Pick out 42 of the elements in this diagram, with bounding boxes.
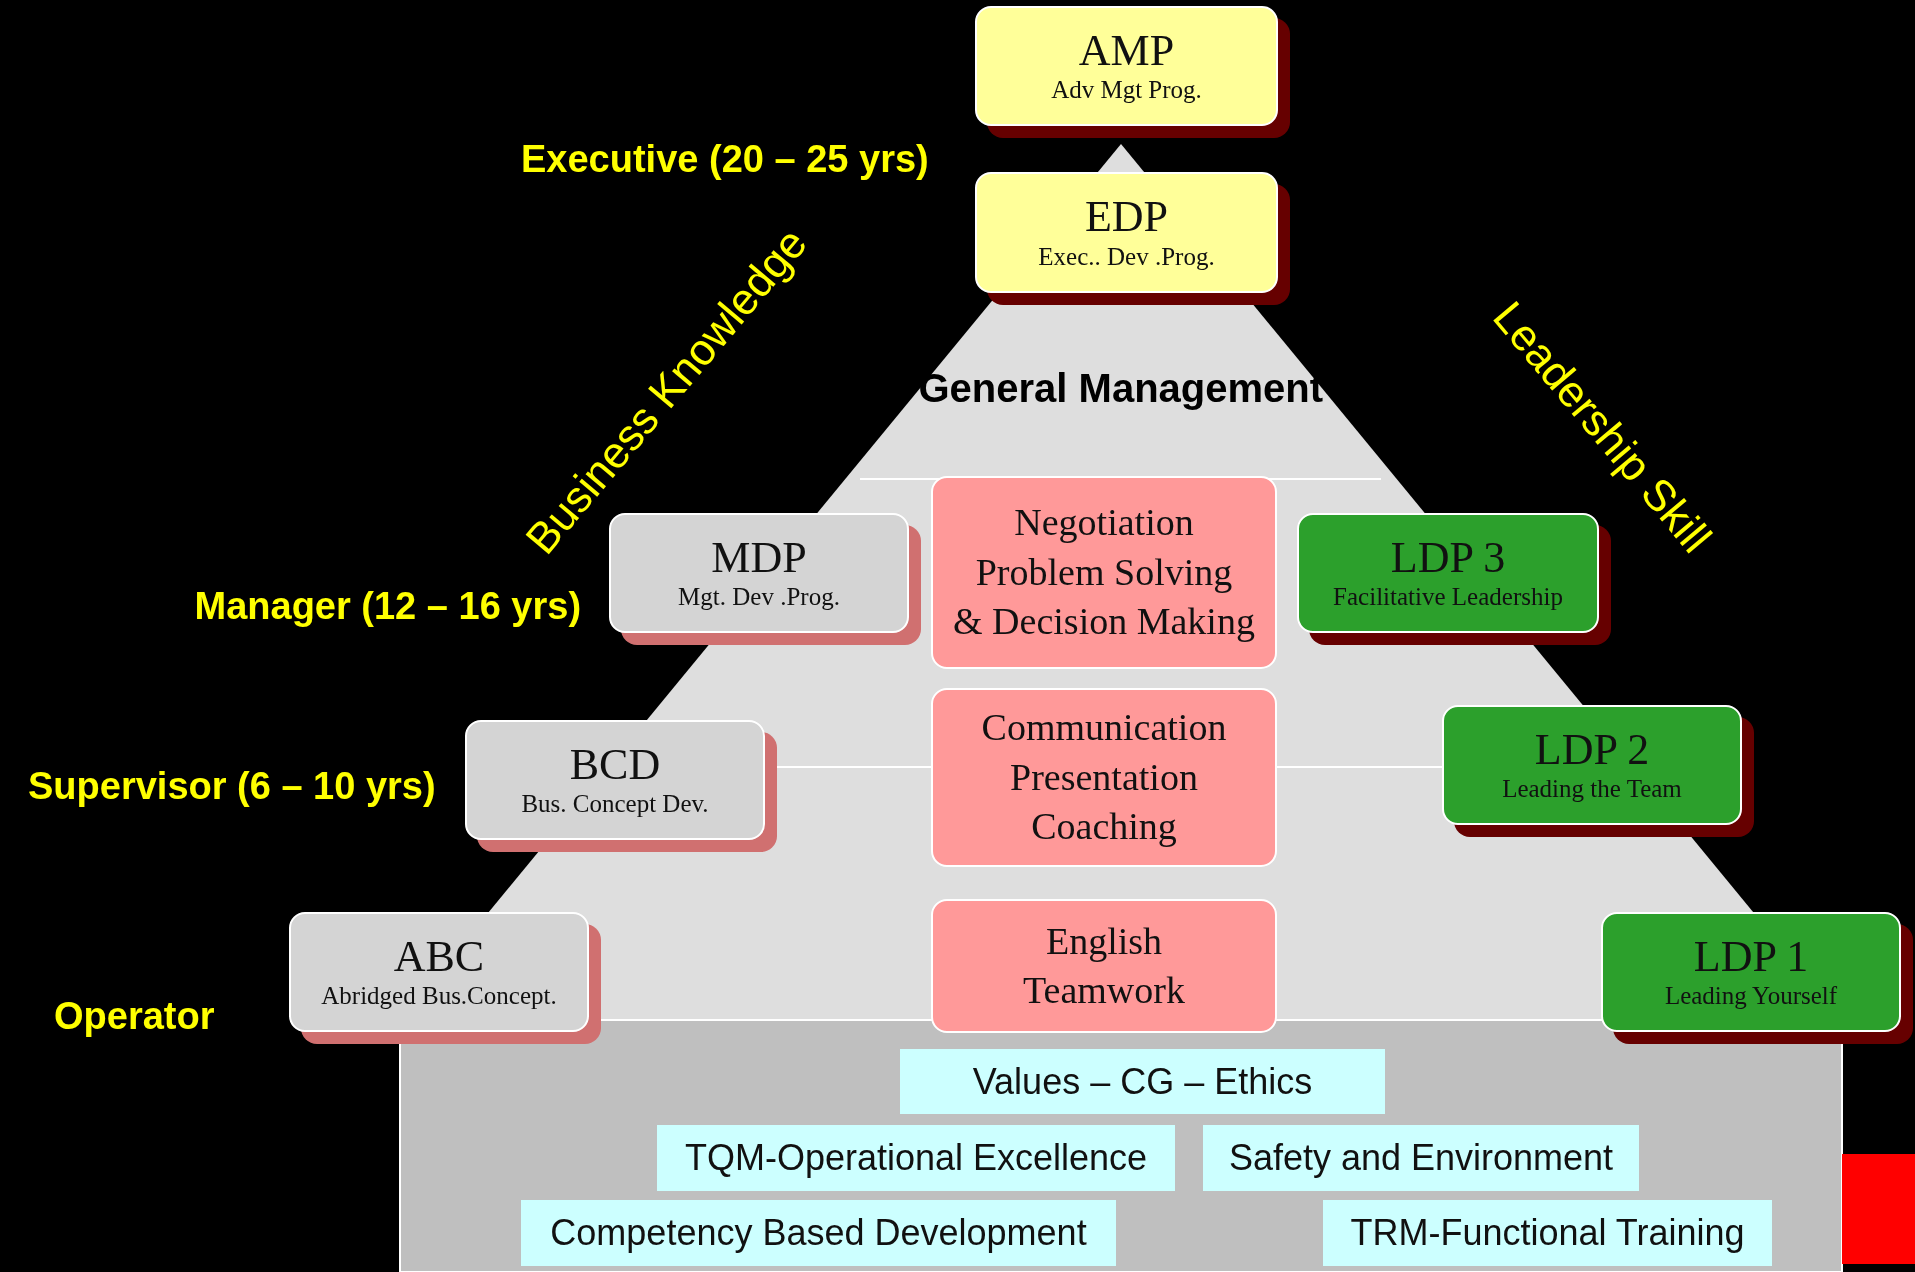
- foundation-bar: [1323, 1200, 1772, 1266]
- foundation-text: Competency Based Development: [550, 1212, 1087, 1254]
- foundation-bar: [657, 1125, 1175, 1191]
- program-name: Adv Mgt Prog.: [1051, 75, 1202, 106]
- foundation-text: TQM-Operational Excellence: [684, 1137, 1148, 1179]
- program-code: LDP 3: [1390, 533, 1506, 583]
- foundation-bar: [1203, 1125, 1639, 1191]
- program-code: BCD: [569, 740, 661, 790]
- skill-text: Problem Solving: [975, 549, 1233, 595]
- skill-text: & Decision Making: [953, 599, 1255, 645]
- level-label: Supervisor (6 – 10 yrs): [28, 764, 436, 808]
- foundation-text: Safety and Environment: [1228, 1137, 1614, 1179]
- foundation-bar: [521, 1200, 1116, 1266]
- skill-text: Communication: [981, 705, 1227, 751]
- program-name: Facilitative Leadership: [1333, 582, 1563, 613]
- program-name: Abridged Bus.Concept.: [321, 981, 557, 1012]
- program-code: MDP: [711, 533, 807, 583]
- foundation-bar: [900, 1049, 1385, 1114]
- program-name: Mgt. Dev .Prog.: [678, 582, 840, 613]
- program-code: ABC: [393, 932, 485, 982]
- foundation-text: TRM-Functional Training: [1350, 1212, 1745, 1254]
- program-code: EDP: [1084, 193, 1169, 242]
- skill-text: Negotiation: [1014, 500, 1194, 546]
- band-title: General Management: [918, 365, 1324, 411]
- skill-text: English: [1045, 918, 1163, 964]
- skill-box: [931, 688, 1277, 867]
- program-code: LDP 1: [1693, 932, 1809, 982]
- skill-box: [931, 476, 1277, 669]
- foundation-text: Values – CG – Ethics: [972, 1060, 1313, 1103]
- skill-text: Teamwork: [1023, 968, 1185, 1013]
- program-name: Leading the Team: [1502, 774, 1682, 805]
- level-label: Executive (20 – 25 yrs): [521, 137, 929, 181]
- skill-text: Presentation: [1010, 754, 1198, 800]
- program-name: Exec.. Dev .Prog.: [1038, 241, 1215, 272]
- level-label: Manager (12 – 16 yrs): [194, 584, 582, 628]
- program-name: Leading Yourself: [1664, 981, 1838, 1012]
- program-code: AMP: [1078, 26, 1175, 76]
- skill-box: [931, 899, 1277, 1033]
- program-code: LDP 2: [1534, 725, 1650, 775]
- program-name: Bus. Concept Dev.: [521, 789, 709, 820]
- level-label: Operator: [54, 994, 215, 1038]
- skill-text: Coaching: [1031, 804, 1177, 850]
